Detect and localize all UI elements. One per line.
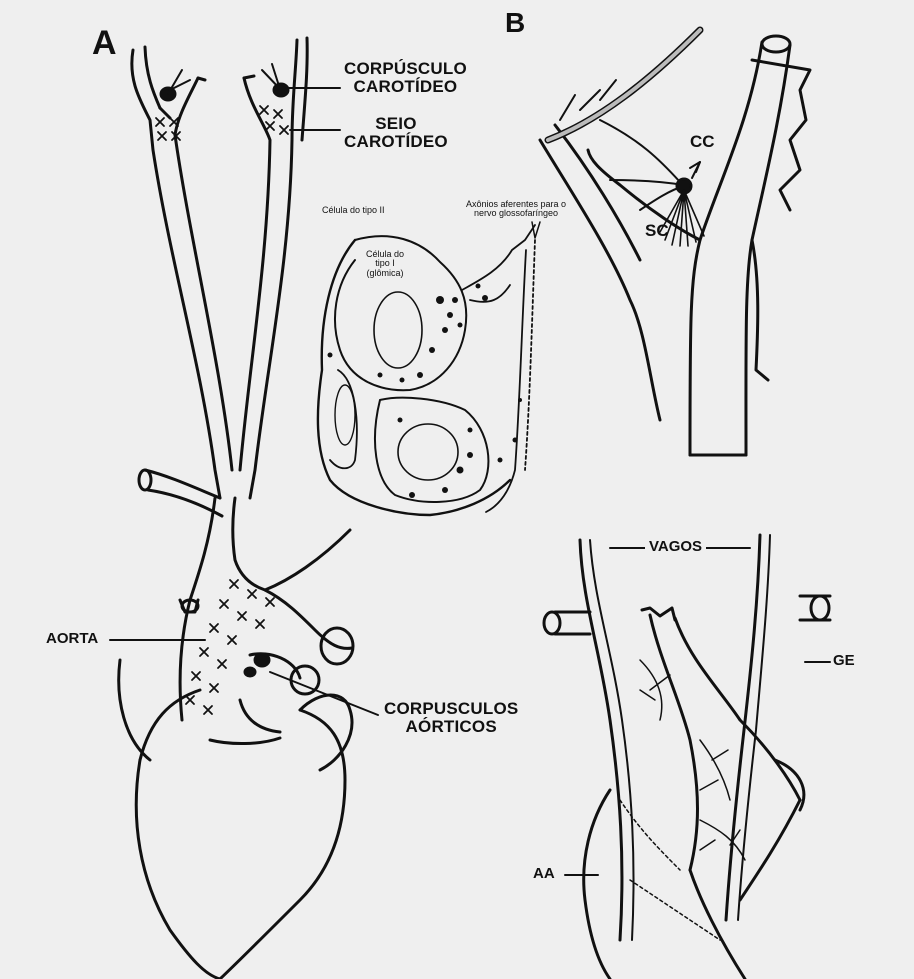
vagos-label: VAGOS [645,539,706,555]
carotid-body-label: CORPÚSCULO CAROTÍDEO [344,60,467,96]
left-carotid-artery [132,47,232,498]
cc-label: CC [690,133,715,151]
heart-outline [119,660,352,979]
carotid-bifurcation-vessels [540,36,810,455]
aa-label: AA [533,866,555,882]
vagus-nerves [580,535,770,940]
aortic-arch [180,498,353,720]
panel-a-letter: A [92,26,117,62]
carotid-body-marks [161,64,288,100]
aortic-body-marks [245,654,269,676]
type2-cell-label: Célula do tipo II [322,206,385,215]
glomus-cell-inset [310,200,555,525]
panel-b-letter: B [505,8,525,37]
aorta-label: AORTA [46,631,98,647]
carotid-sinus-label: SEIO CAROTÍDEO [344,115,448,151]
type1-cell-label: Célula do tipo I (glômica) [366,250,404,278]
ge-label: GE [833,653,855,669]
great-vessels-lower-right [544,596,830,979]
sc-label: SC [645,222,669,240]
right-carotid-artery [240,38,307,498]
afferent-axons-label: Axônios aferentes para o nervo glossofar… [466,200,566,219]
brachiocephalic-trunk [139,470,222,516]
aortic-bodies-label: CORPUSCULOS AÓRTICOS [384,700,518,736]
